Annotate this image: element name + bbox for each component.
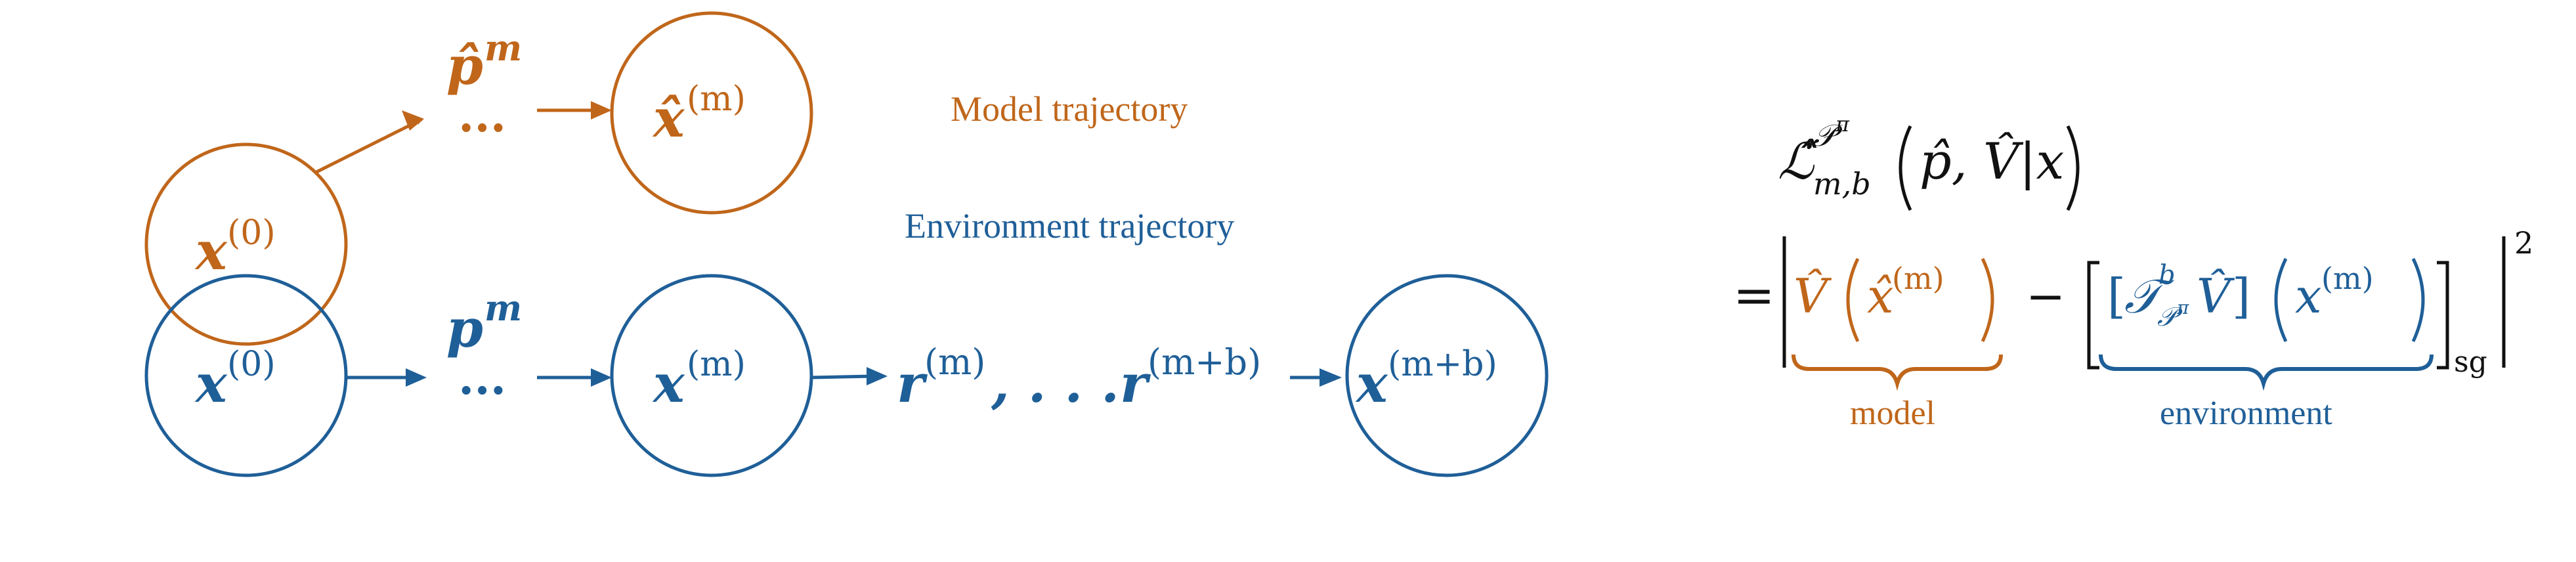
env-arrow-1-head [406, 368, 427, 387]
loss-sub: m,b [1813, 166, 1871, 202]
env-term-operator-sup: b [2158, 260, 2176, 290]
env-arrow-3-head [867, 367, 888, 385]
env-arrow-4-head [1320, 368, 1342, 387]
model-x-hat-m-base: x̂ [652, 87, 685, 149]
env-term-paren-right [2411, 257, 2425, 343]
env-term-arg-base: x [2295, 269, 2322, 324]
model-term-arg-sup: (m) [1892, 261, 1944, 296]
env-r-start-base: r [897, 353, 928, 414]
env-p-sup: m [484, 287, 522, 329]
equals-sign: = [1733, 266, 1775, 324]
loss-paren-right [2066, 125, 2080, 211]
env-x0-sup: (0) [227, 345, 276, 384]
env-underbrace [2099, 354, 2434, 391]
env-r-separator: , . . . [991, 353, 1119, 414]
model-brace-label: model [1850, 395, 1935, 432]
model-dots: ... [458, 88, 506, 142]
model-term-arg-base: x̂ [1867, 269, 1894, 324]
model-trajectory-label: Model trajectory [951, 89, 1188, 129]
model-arrow-1 [315, 118, 423, 174]
env-arrow-2-head [591, 368, 612, 387]
env-term-open-bracket: [ [2107, 269, 2126, 324]
env-xm-base: x [652, 353, 685, 414]
model-x-hat-m-sup: (m) [687, 79, 746, 119]
loss-paren-left [1899, 125, 1912, 211]
loss-formula: ℒ̂ 𝒫 π m,b p̂, V̂|x = V̂ x̂ (m) − [ 𝒯 b … [1733, 112, 2533, 432]
model-node-x0 [144, 142, 348, 346]
env-term-paren-left [2274, 257, 2288, 343]
model-term-paren-left [1846, 257, 1860, 343]
env-term-v: V̂ [2197, 268, 2235, 324]
loss-args: p̂, V̂|x [1920, 132, 2064, 190]
model-x0-base: x [194, 220, 228, 282]
env-x0-base: x [194, 353, 228, 414]
env-node-x0 [144, 274, 348, 477]
env-arrow-3 [811, 374, 874, 379]
env-term-arg-sup: (m) [2321, 261, 2374, 296]
environment-trajectory-label: Environment trajectory [905, 206, 1234, 246]
model-node-x-hat-m [610, 11, 813, 215]
model-p-hat-base: p̂ [446, 35, 483, 97]
env-dots: ... [458, 351, 506, 405]
env-term-close-bracket: ] [2232, 269, 2250, 324]
env-x-mb-base: x [1355, 353, 1388, 414]
loss-symbol: ℒ̂ [1778, 132, 1817, 190]
model-underbrace [1792, 354, 2003, 391]
env-r-end-sup: (m+b) [1148, 341, 1261, 383]
env-term-operator-subsup: π [2176, 297, 2189, 318]
env-node-xm [610, 274, 813, 477]
sg-subscript: sg [2454, 345, 2487, 379]
model-term-v: V̂ [1793, 268, 1832, 324]
env-p-base: p [446, 297, 483, 359]
power-two: 2 [2514, 225, 2533, 261]
sg-bracket-left [2087, 261, 2099, 370]
env-node-x-mb [1345, 274, 1549, 477]
env-xm-sup: (m) [687, 345, 746, 384]
sg-bracket-right [2437, 261, 2449, 370]
model-p-hat-sup: m [484, 27, 522, 69]
env-brace-label: environment [2160, 395, 2332, 432]
env-r-start-sup: (m) [924, 341, 985, 383]
minus-sign: − [2026, 269, 2065, 324]
model-x0-sup: (0) [227, 213, 276, 253]
loss-sup-pi: π [1835, 112, 1850, 137]
model-term-paren-right [1981, 257, 1994, 343]
model-arrow-1-head [402, 110, 424, 131]
env-x-mb-sup: (m+b) [1388, 345, 1497, 384]
env-r-end-base: r [1120, 353, 1151, 414]
model-arrow-2-head [591, 101, 612, 119]
